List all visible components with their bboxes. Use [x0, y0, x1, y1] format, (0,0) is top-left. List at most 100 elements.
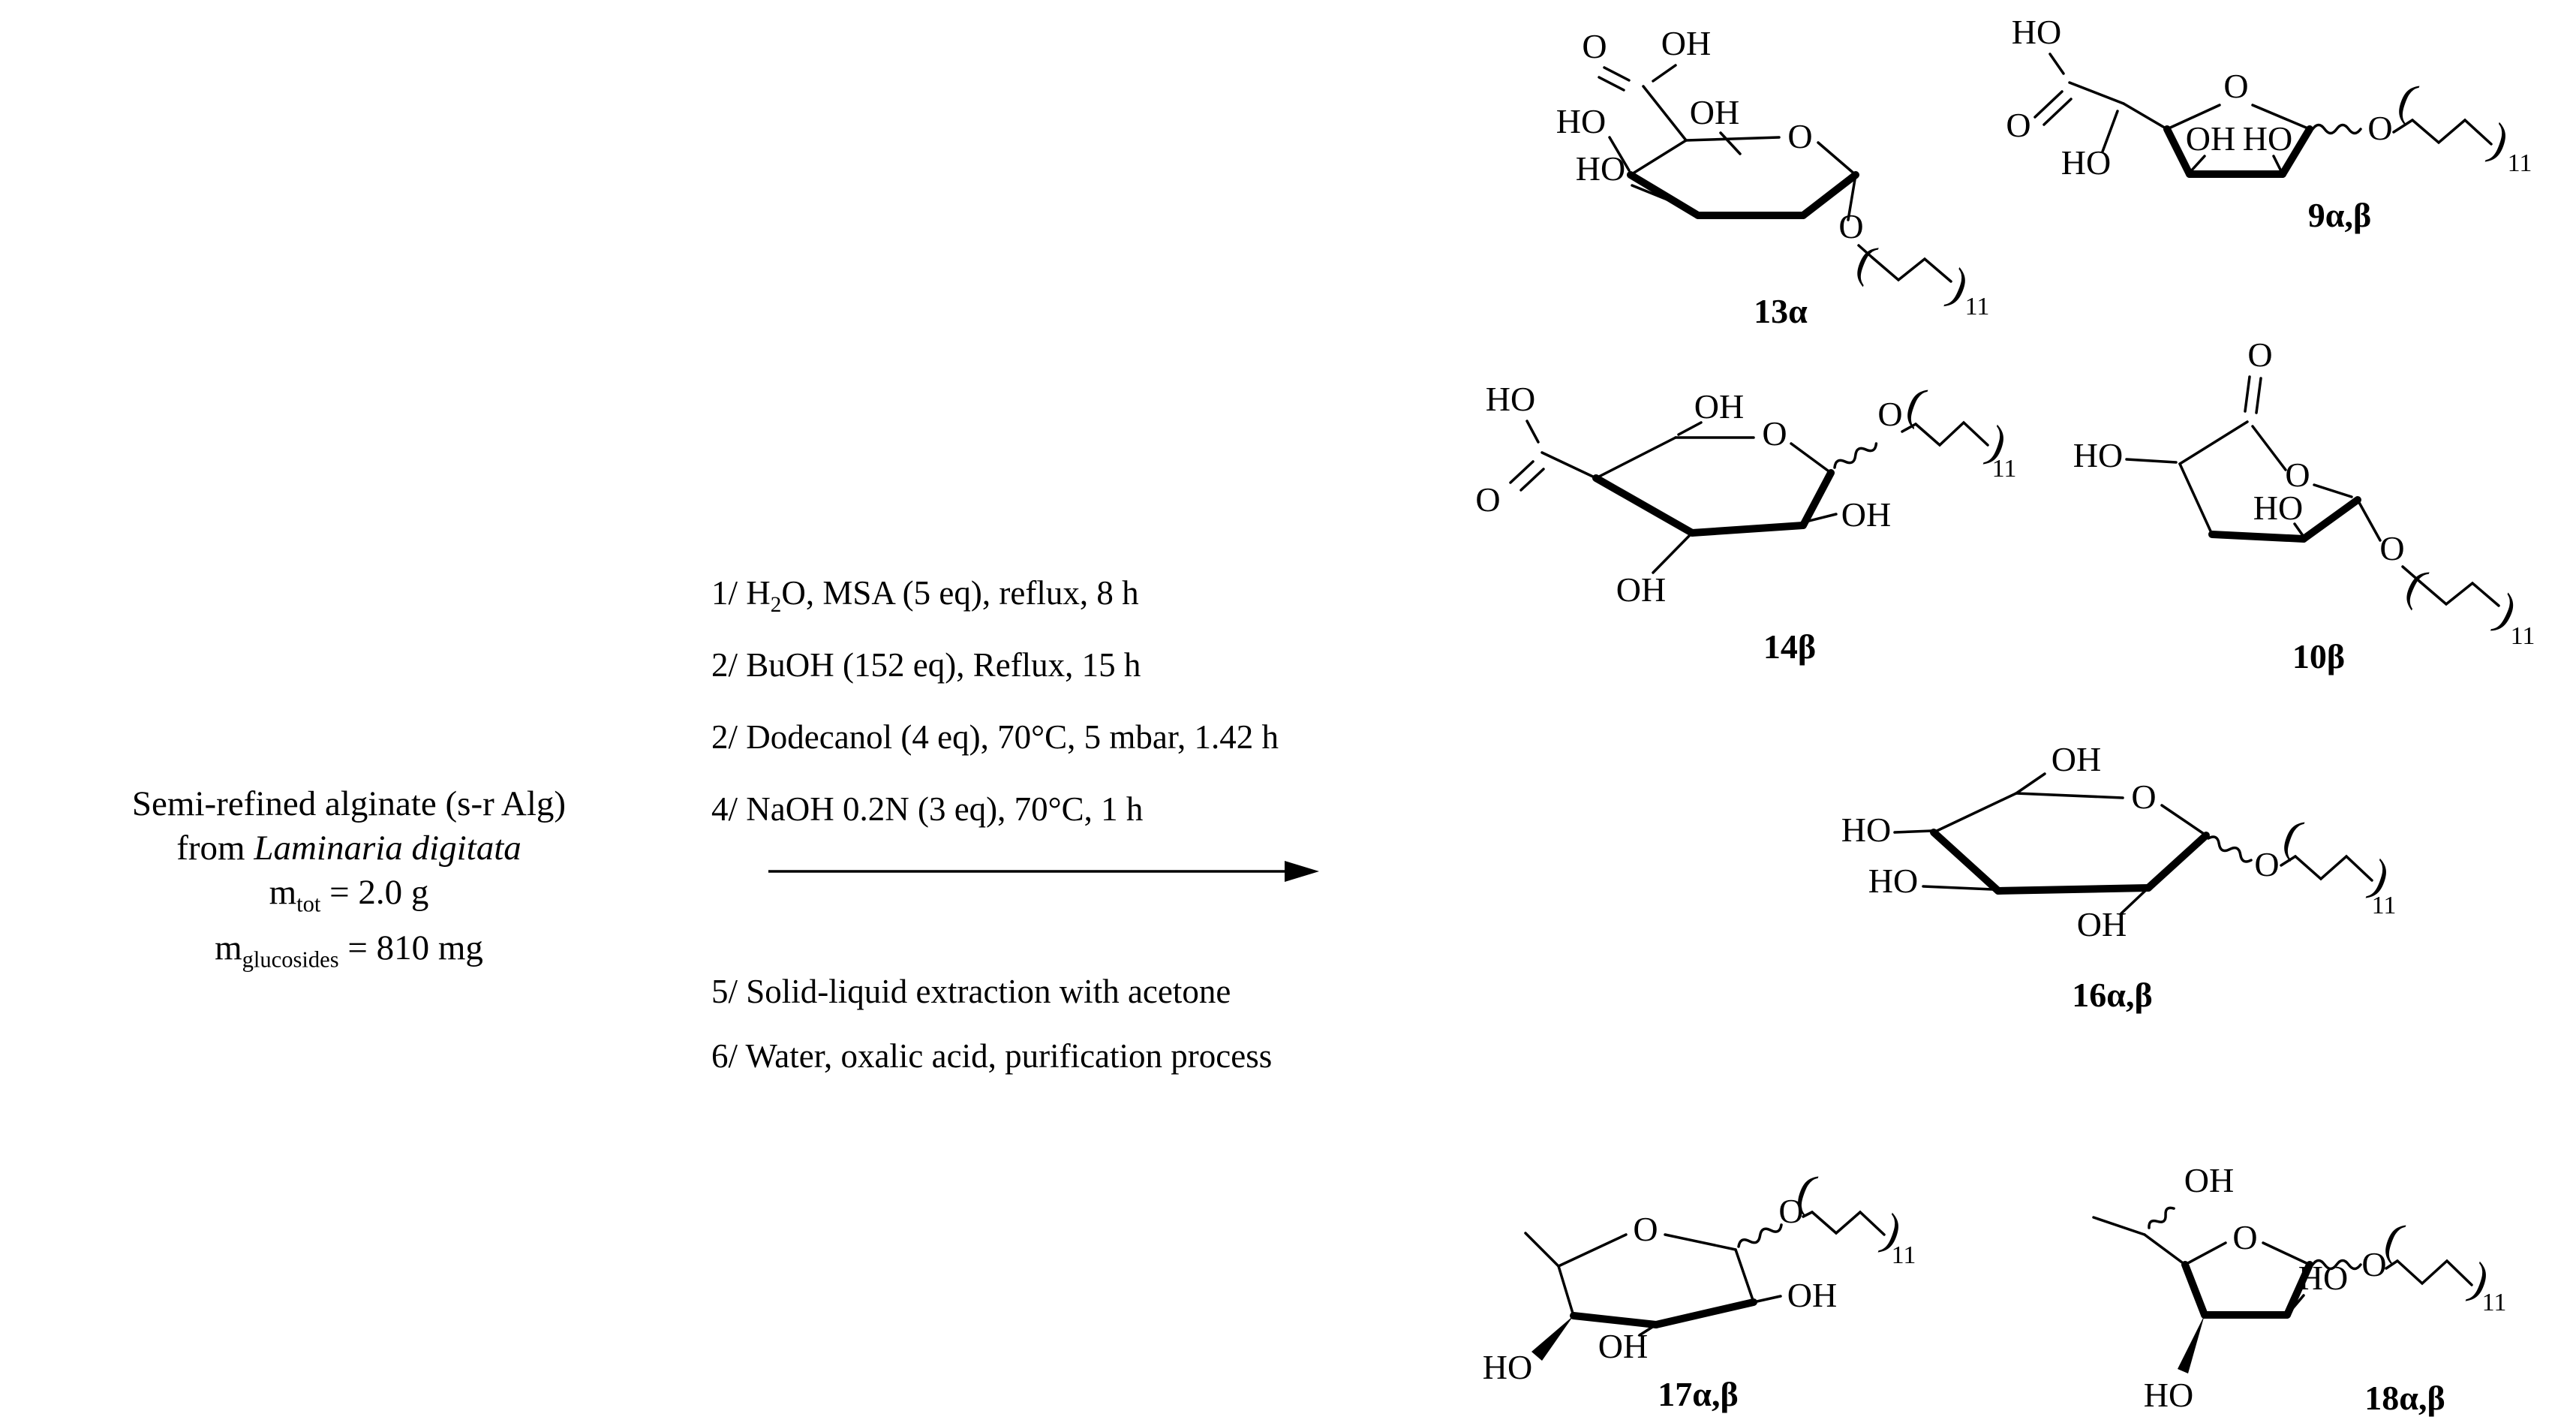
hydroxyl-oh-label: OH	[2184, 1161, 2234, 1199]
hydroxyl-oh-label: OH	[2186, 119, 2235, 158]
structure-17-alpha-beta: O O ( ) 11 OH OH HO 17α,β	[1483, 1164, 1916, 1413]
glycosidic-oxygen-label: O	[2367, 109, 2392, 147]
carbonyl-oxygen-label: O	[2006, 106, 2030, 144]
step1-subscript: 2	[770, 593, 782, 617]
ring-oxygen-label: O	[2285, 456, 2310, 494]
bonds	[1598, 64, 1952, 283]
glycosidic-oxygen-label: O	[1838, 207, 1863, 245]
glycosidic-oxygen-label: O	[2254, 845, 2279, 883]
reaction-arrow	[768, 861, 1319, 882]
hydroxyl-ho-label: HO	[2144, 1376, 2193, 1414]
glycosidic-oxygen-label: O	[2379, 529, 2404, 567]
carbonyl-oxygen-label: O	[1582, 27, 1607, 65]
structure-9-alpha-beta: HO O HO O OH HO O ( ) 11 9α,β	[2006, 13, 2532, 234]
structure-label: 18α,β	[2364, 1379, 2445, 1417]
mass-glucosides-line: mglucosides = 810 mg	[8, 926, 690, 982]
step1-prefix: 1/ H	[711, 574, 771, 612]
structure-18-alpha-beta: OH O HO O ( ) 11 HO 18α,β	[2092, 1161, 2506, 1417]
chain-repeat-count: 11	[2511, 622, 2535, 650]
hydroxyl-oh-label: OH	[2051, 740, 2101, 778]
hydroxyl-oh-label: OH	[1841, 495, 1891, 534]
hydroxyl-ho-label: HO	[2298, 1259, 2348, 1297]
structure-label: 10β	[2292, 637, 2345, 675]
chain-left-paren: (	[2392, 74, 2424, 127]
hydroxyl-oh-label: OH	[2077, 905, 2127, 943]
bonds	[1509, 420, 1989, 574]
anomeric-wavy-bond	[1833, 442, 1878, 469]
structure-16-alpha-beta: OH O HO HO OH O ( ) 11 16α,β	[1841, 740, 2397, 1014]
structure-13-alpha: O OH HO OH HO O O ( ) 11 13α	[1556, 24, 1990, 330]
bonds	[2033, 53, 2493, 178]
chain-repeat-count: 11	[2508, 149, 2532, 177]
ring-oxygen-label: O	[2223, 67, 2248, 105]
chain-left-paren: (	[2379, 1213, 2411, 1266]
carboxyl-ho-label: HO	[2012, 13, 2061, 51]
arrowhead	[1285, 861, 1319, 882]
hydroxyl-oh-label: OH	[1787, 1276, 1837, 1314]
hydroxyl-ho-label: HO	[2253, 489, 2303, 527]
anomeric-wavy-bond	[2311, 123, 2362, 135]
ring-oxygen-label: O	[2131, 778, 2156, 816]
structure-label: 13α	[1754, 292, 1808, 330]
wedge-bond	[2178, 1315, 2205, 1373]
hydroxyl-oh-label: OH	[1616, 570, 1666, 609]
hydroxyl-oh-label: OH	[1690, 93, 1739, 131]
reaction-conditions-below-arrow: 5/ Solid-liquid extraction with acetone …	[711, 959, 1272, 1088]
structure-label: 16α,β	[2072, 976, 2152, 1014]
mass-total-line: mtot = 2.0 g	[8, 871, 690, 926]
structure-label: 9α,β	[2308, 196, 2371, 234]
structure-14-beta: HO O OH O O ( ) 11 OH OH 14β	[1475, 379, 2016, 666]
reaction-conditions-above-arrow: 1/ H2O, MSA (5 eq), reflux, 8 h 2/ BuOH …	[711, 557, 1279, 845]
glycosidic-oxygen-label: O	[1877, 395, 1902, 433]
mass-symbol: m	[269, 873, 297, 912]
ring-oxygen-label: O	[1787, 117, 1812, 155]
starting-material-origin: from Laminaria digitata	[8, 826, 690, 871]
starting-material-name: Semi-refined alginate (s-r Alg)	[8, 782, 690, 826]
structure-10-beta: O HO O HO O ( ) 11 10β	[2073, 335, 2535, 675]
ring-oxygen-label: O	[1633, 1210, 1658, 1248]
structure-label: 17α,β	[1658, 1375, 1738, 1413]
anomeric-wavy-bond	[1737, 1223, 1783, 1248]
carbonyl-oxygen-label: O	[1475, 480, 1500, 519]
origin-prefix: from	[176, 829, 254, 868]
step1-suffix: O, MSA (5 eq), reflux, 8 h	[781, 574, 1139, 612]
structure-label: 14β	[1763, 627, 1816, 666]
glycosidic-oxygen-label: O	[2361, 1245, 2386, 1283]
mass-symbol: m	[215, 928, 242, 968]
hydroxyl-ho-label: HO	[1841, 811, 1891, 849]
carbonyl-oxygen-label: O	[2247, 335, 2272, 374]
hydroxyl-ho-label: HO	[2061, 143, 2111, 182]
carboxyl-oh-label: OH	[1661, 24, 1711, 62]
ring-oxygen-label: O	[1762, 414, 1787, 453]
wedge-bond	[1531, 1316, 1574, 1361]
hydroxyl-ho-label: HO	[1576, 149, 1625, 188]
bonds	[1893, 772, 2373, 915]
chain-left-paren: (	[1901, 379, 1933, 431]
ring-oxygen-label: O	[2232, 1218, 2257, 1256]
chain-repeat-count: 11	[1892, 1241, 1916, 1269]
hydroxyl-ho-label: HO	[2243, 119, 2292, 158]
hydroxyl-ho-label: HO	[1868, 862, 1918, 900]
condition-step-4: 4/ NaOH 0.2N (3 eq), 70°C, 1 h	[711, 790, 1144, 828]
mass-subscript: glucosides	[242, 946, 339, 973]
hydroxyl-oh-label: OH	[1694, 387, 1744, 426]
anomeric-wavy-bond	[2207, 835, 2253, 863]
chain-repeat-count: 11	[2372, 892, 2397, 919]
mass-value: = 810 mg	[338, 928, 483, 968]
condition-step-2: 2/ BuOH (152 eq), Reflux, 15 h	[711, 646, 1141, 684]
mass-subscript: tot	[296, 891, 321, 917]
bonds	[1524, 1210, 1886, 1337]
condition-step-6: 6/ Water, oxalic acid, purification proc…	[711, 1037, 1273, 1075]
chain-repeat-count: 11	[1965, 293, 1990, 320]
bonds	[2092, 1206, 2473, 1319]
starting-material-title: Semi-refined alginate (s-r Alg)	[131, 784, 567, 823]
chain-left-paren: (	[1791, 1164, 1823, 1217]
hydroxyl-oh-label: OH	[1598, 1327, 1648, 1365]
side-chain-wavy-bond	[2148, 1206, 2175, 1229]
condition-step-5: 5/ Solid-liquid extraction with acetone	[711, 973, 1231, 1010]
mass-value: = 2.0 g	[320, 873, 429, 912]
carboxyl-ho-label: HO	[1486, 380, 1535, 418]
condition-step-1: 1/ H2O, MSA (5 eq), reflux, 8 h	[711, 557, 1279, 629]
chain-left-paren: (	[2277, 810, 2310, 863]
